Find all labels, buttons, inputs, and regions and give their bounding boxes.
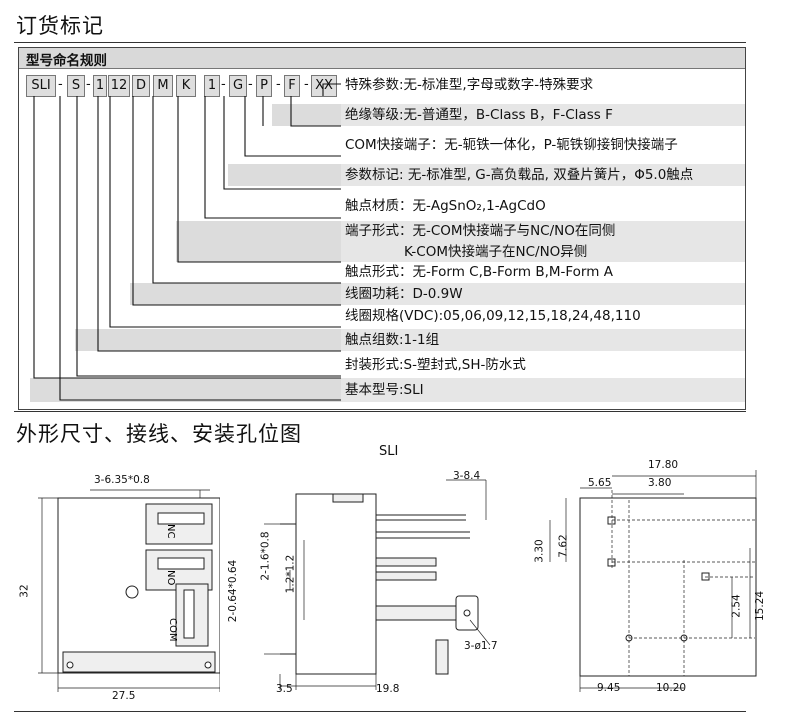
dim-right-15-24: 15.24 bbox=[754, 590, 767, 622]
desc-package: 封装形式:S-塑封式,SH-防水式 bbox=[341, 354, 745, 376]
desc-parameter: 参数标记: 无-标准型, G-高负载品, 双叠片簧片，Φ5.0触点 bbox=[341, 164, 745, 186]
code-sep: - bbox=[248, 77, 253, 92]
code-p: P bbox=[256, 75, 272, 97]
terminal-nc-label: NC bbox=[165, 524, 176, 538]
desc-contact-groups: 触点组数:1-1组 bbox=[341, 329, 745, 351]
code-m: M bbox=[153, 75, 173, 97]
desc-insulation: 绝缘等级:无-普通型，B-Class B，F-Class F bbox=[341, 104, 745, 126]
desc-special: 特殊参数:无-标准型,字母或数字-特殊要求 bbox=[341, 74, 745, 96]
dim-mid-b: 2-1.6*0.8 bbox=[259, 531, 272, 581]
desc-terminal-form-1: 端子形式：无-COM快接端子与NC/NO在同侧 bbox=[341, 221, 745, 242]
order-title: 订货标记 bbox=[16, 14, 104, 38]
dim-right-2-54: 2.54 bbox=[730, 594, 743, 618]
front-view-drawing: NC NO COM bbox=[38, 489, 220, 692]
code-d: D bbox=[132, 75, 150, 97]
code-1b: 1 bbox=[204, 75, 220, 97]
dim-right-3-80: 3.80 bbox=[648, 477, 672, 489]
desc-terminal-form-2: K-COM快接端子在NC/NO异侧 bbox=[341, 242, 745, 262]
dim-left-top: 3-6.35*0.8 bbox=[94, 474, 150, 486]
bottom-rule bbox=[14, 711, 746, 712]
code-s: S bbox=[67, 75, 85, 97]
pcb-layout-drawing bbox=[549, 470, 757, 692]
side-view-drawing bbox=[264, 479, 491, 690]
desc-com-terminal: COM快接端子：无-轭铁一体化，P-轭铁铆接铜快接端子 bbox=[341, 134, 745, 156]
code-sep: - bbox=[276, 77, 281, 92]
dim-right-3-30: 3.30 bbox=[533, 539, 546, 563]
terminal-no-label: NO bbox=[165, 570, 176, 585]
naming-rule-header bbox=[19, 48, 745, 69]
dim-right-17-80: 17.80 bbox=[648, 459, 679, 471]
outline-title: 外形尺寸、接线、安装孔位图 bbox=[16, 422, 302, 446]
code-sep: - bbox=[58, 77, 63, 92]
section-rule bbox=[14, 411, 746, 412]
dim-mid-bottom-width: 19.8 bbox=[376, 683, 400, 695]
code-1: 1 bbox=[93, 75, 107, 97]
desc-contact-form: 触点形式：无-Form C,B-Form B,M-Form A bbox=[341, 262, 745, 282]
code-12: 12 bbox=[108, 75, 130, 97]
code-f: F bbox=[284, 75, 300, 97]
dim-right-10-20: 10.20 bbox=[656, 682, 687, 694]
naming-leaders bbox=[30, 83, 341, 402]
code-xx: XX bbox=[311, 75, 337, 97]
terminal-com-label: COM bbox=[167, 618, 178, 641]
naming-rule-box bbox=[18, 47, 746, 410]
model-caption: SLI bbox=[379, 444, 399, 459]
naming-rule-label: 型号命名规则 bbox=[26, 53, 107, 69]
code-sli: SLI bbox=[26, 75, 56, 97]
dim-left-height: 32 bbox=[18, 584, 31, 598]
dim-left-width: 27.5 bbox=[112, 690, 136, 702]
desc-coil-power: 线圈功耗：D-0.9W bbox=[341, 283, 745, 305]
dim-mid-top: 3-8.4 bbox=[453, 470, 481, 482]
dim-mid-bottom-left: 3.5 bbox=[276, 683, 293, 695]
code-k: K bbox=[176, 75, 196, 97]
desc-coil-spec: 线圈规格(VDC):05,06,09,12,15,18,24,48,110 bbox=[341, 305, 745, 327]
code-sep: - bbox=[86, 77, 91, 92]
dim-right-9-45: 9.45 bbox=[597, 682, 621, 694]
dim-mid-hole: 3-ø1.7 bbox=[464, 640, 498, 652]
code-sep: - bbox=[221, 77, 226, 92]
desc-contact-material: 触点材质：无-AgSnO₂,1-AgCdO bbox=[341, 195, 745, 217]
code-g: G bbox=[229, 75, 247, 97]
title-rule bbox=[14, 42, 746, 43]
dim-mid-a: 2-0.64*0.64 bbox=[227, 559, 240, 623]
dim-right-7-62: 7.62 bbox=[557, 534, 570, 558]
dim-right-5-65: 5.65 bbox=[588, 477, 612, 489]
code-sep: - bbox=[304, 77, 309, 92]
desc-base-model: 基本型号:SLI bbox=[341, 378, 745, 402]
dim-mid-c: 1.2*1.2 bbox=[284, 554, 297, 594]
